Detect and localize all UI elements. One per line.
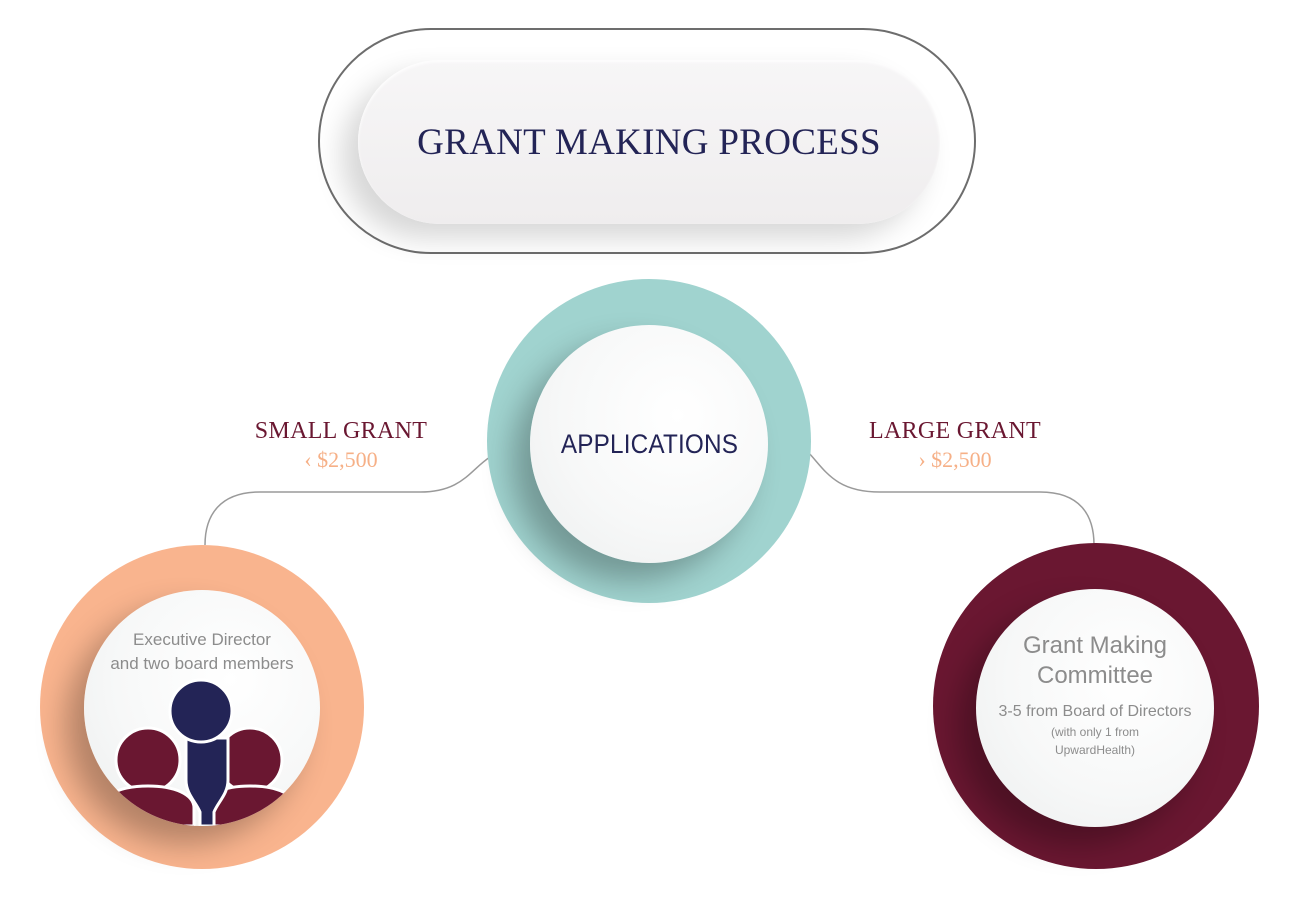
committee-note-line-2: UpwardHealth): [1054, 743, 1136, 757]
small-grant-amount: ‹ $2,500: [304, 447, 378, 472]
applications-label: APPLICATIONS: [560, 428, 738, 459]
committee-title-line-2: Committee: [1036, 662, 1154, 689]
diagram-title: GRANT MAKING PROCESS: [417, 121, 881, 163]
committee-text: Grant Making Committee 3-5 from Board of…: [976, 631, 1214, 759]
small-grant-label: SMALL GRANT ‹ $2,500: [236, 416, 446, 474]
large-grant-disc: Grant Making Committee 3-5 from Board of…: [976, 589, 1214, 827]
title-pill: GRANT MAKING PROCESS: [358, 60, 940, 224]
group-of-people-icon: [100, 678, 298, 826]
applications-disc: APPLICATIONS: [530, 325, 768, 563]
committee-title-line-1: Grant Making: [1022, 632, 1168, 659]
committee-note-line-1: (with only 1 from: [1050, 725, 1140, 739]
committee-members: 3-5 from Board of Directors: [998, 703, 1192, 720]
reviewer-line-2: and two board members: [110, 654, 294, 673]
large-grant-amount: › $2,500: [918, 447, 992, 472]
small-grant-disc: Executive Director and two board members: [84, 590, 320, 826]
reviewer-line-1: Executive Director: [133, 630, 271, 649]
large-grant-name: LARGE GRANT: [869, 418, 1041, 444]
small-grant-name: SMALL GRANT: [254, 418, 428, 444]
large-grant-label: LARGE GRANT › $2,500: [850, 416, 1060, 474]
reviewer-label: Executive Director and two board members: [84, 628, 320, 676]
